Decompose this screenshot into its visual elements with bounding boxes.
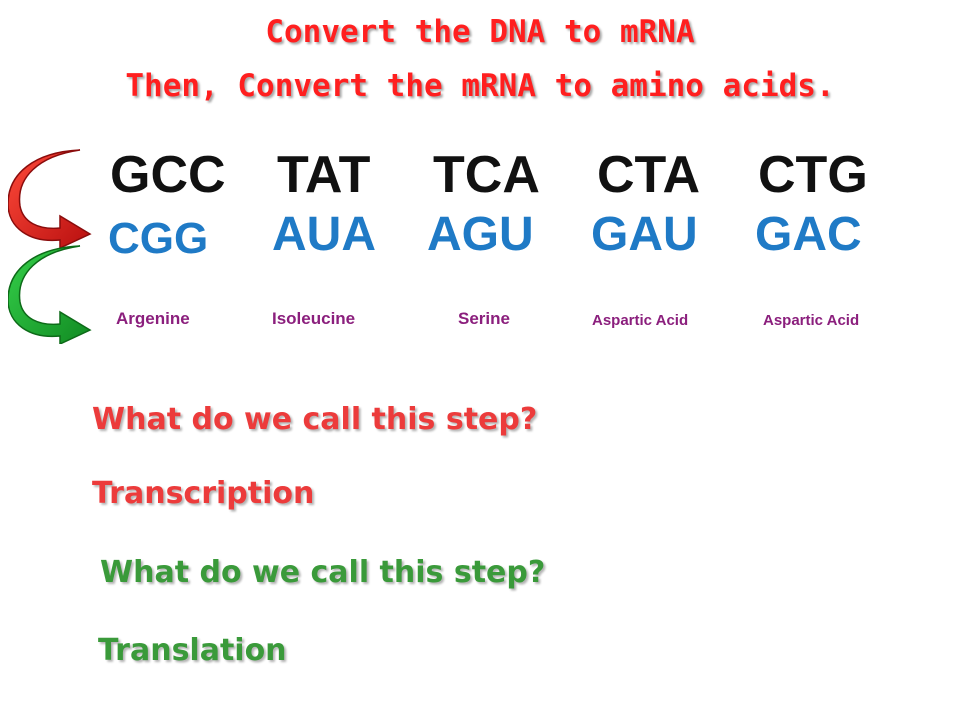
answer-translation: Translation [98, 633, 287, 668]
mrna-codon: GAU [591, 208, 698, 261]
amino-acid-label: Serine [458, 309, 510, 328]
dna-codon: CTA [597, 146, 701, 204]
title-line-1: Convert the DNA to mRNA [265, 14, 695, 50]
dna-codon: TCA [433, 146, 540, 204]
red-curved-arrow-icon [8, 149, 92, 248]
mrna-codon: GAC [755, 208, 862, 261]
amino-acid-label: Aspartic Acid [592, 312, 689, 329]
amino-acid-label: Isoleucine [272, 309, 356, 328]
amino-acid-label: Argenine [116, 309, 190, 328]
dna-codon: TAT [277, 146, 371, 204]
title-line-2: Then, Convert the mRNA to amino acids. [125, 68, 835, 104]
mrna-codon: AUA [272, 208, 376, 261]
amino-acid-label: Aspartic Acid [763, 312, 860, 329]
answer-transcription: Transcription [92, 476, 315, 511]
mrna-codon: CGG [108, 214, 209, 263]
dna-codon: GCC [110, 146, 226, 204]
green-curved-arrow-icon [8, 245, 92, 344]
mrna-codon: AGU [427, 208, 534, 261]
question-transcription: What do we call this step? [92, 402, 538, 437]
dna-codon: CTG [758, 146, 868, 204]
question-translation: What do we call this step? [100, 555, 546, 590]
